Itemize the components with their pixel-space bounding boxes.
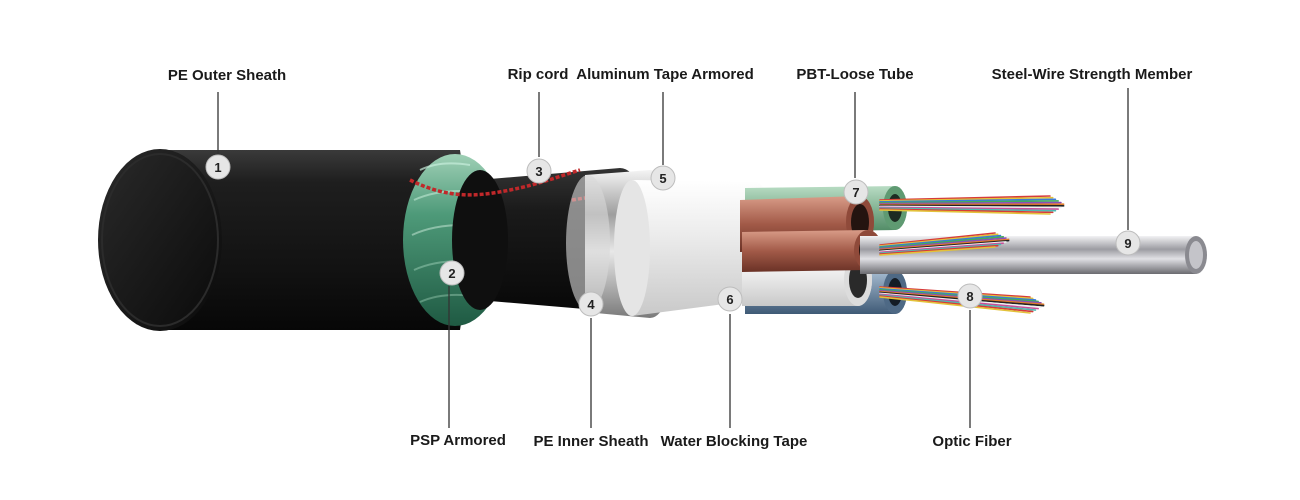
optic-fiber-strand xyxy=(879,296,1031,314)
optic-fiber-strand xyxy=(879,294,1037,311)
optic-fiber-strand xyxy=(879,234,1002,248)
label-pbt-loose-tube: PBT-Loose Tube xyxy=(796,66,913,83)
svg-text:4: 4 xyxy=(587,297,595,312)
label-aluminum-tape-armored: Aluminum Tape Armored xyxy=(576,66,754,83)
optic-fiber-strand xyxy=(879,205,1062,209)
svg-text:2: 2 xyxy=(448,266,455,281)
label-steel-wire-strength-member: Steel-Wire Strength Member xyxy=(992,66,1193,83)
label-water-blocking-tape: Water Blocking Tape xyxy=(661,433,808,450)
outer-sheath-shape xyxy=(98,149,467,331)
optic-fiber-strand xyxy=(879,286,1031,298)
svg-text:1: 1 xyxy=(214,160,221,175)
optic-fiber-strand xyxy=(879,195,1051,201)
optic-fiber-strand xyxy=(879,200,1059,204)
marker-5: 5 xyxy=(650,165,676,191)
label-optic-fiber: Optic Fiber xyxy=(932,433,1011,450)
optic-fiber-strand xyxy=(879,206,1059,210)
marker-1: 1 xyxy=(205,154,231,180)
svg-text:3: 3 xyxy=(535,164,542,179)
label-rip-cord: Rip cord xyxy=(508,66,569,83)
marker-3: 3 xyxy=(526,158,552,184)
optic-fiber-strand xyxy=(879,207,1057,212)
optic-fiber-strand xyxy=(879,244,999,255)
optic-fiber-strand xyxy=(879,198,1057,203)
optic-fiber-strand xyxy=(879,196,1054,202)
leader-lines xyxy=(217,88,1129,428)
marker-7: 7 xyxy=(843,179,869,205)
optic-fiber-strand xyxy=(879,236,1004,249)
optic-fiber-strand xyxy=(879,242,1004,254)
marker-2: 2 xyxy=(439,260,465,286)
water-blocking-tape-shape xyxy=(614,180,776,316)
svg-text:8: 8 xyxy=(966,289,973,304)
marker-9: 9 xyxy=(1115,230,1141,256)
marker-6: 6 xyxy=(717,286,743,312)
optic-fiber-strand xyxy=(879,201,1062,205)
svg-text:5: 5 xyxy=(659,171,666,186)
optic-fiber-strand xyxy=(879,238,1010,251)
optic-fiber-strand xyxy=(879,287,1034,300)
optic-fiber-strand xyxy=(879,237,1007,250)
svg-text:9: 9 xyxy=(1124,236,1131,251)
optic-fiber-strand xyxy=(879,209,1051,215)
svg-text:6: 6 xyxy=(726,292,733,307)
optic-fiber-strand xyxy=(879,295,1034,313)
optic-fiber-strand xyxy=(879,243,1002,254)
optic-fiber-strand xyxy=(879,233,999,247)
label-pe-inner-sheath: PE Inner Sheath xyxy=(533,433,648,450)
label-psp-armored: PSP Armored xyxy=(410,432,506,449)
optic-fiber-strand xyxy=(879,246,996,256)
label-pe-outer-sheath: PE Outer Sheath xyxy=(168,67,286,84)
optic-fiber-strand xyxy=(879,232,996,246)
svg-text:7: 7 xyxy=(852,185,859,200)
marker-4: 4 xyxy=(578,291,604,317)
optic-fiber-strand xyxy=(879,208,1054,214)
optic-fiber-strand xyxy=(879,239,1010,252)
optic-fiber-strand xyxy=(879,241,1007,253)
marker-8: 8 xyxy=(957,283,983,309)
